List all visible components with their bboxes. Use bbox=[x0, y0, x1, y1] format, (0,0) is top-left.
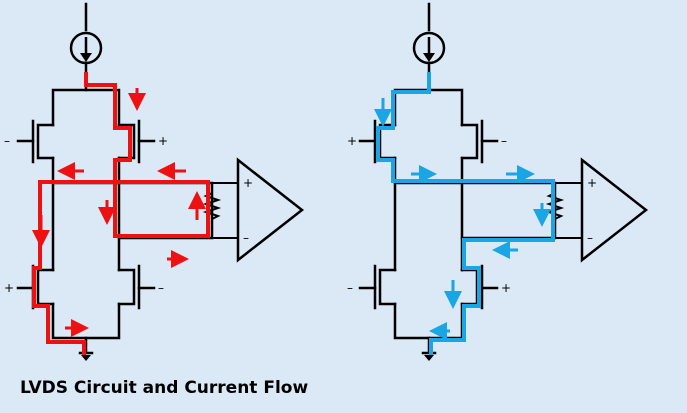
transistor-bottom-left bbox=[358, 264, 397, 310]
amp-plus-label: + bbox=[243, 176, 253, 190]
current-path-left bbox=[32, 72, 210, 355]
amp-minus-label: – bbox=[587, 231, 593, 245]
gate-label-top-right: – bbox=[501, 134, 507, 148]
current-source-icon bbox=[69, 31, 103, 65]
gate-label-top-left: – bbox=[4, 134, 10, 148]
transistor-bottom-right bbox=[117, 264, 156, 310]
arrow-icon bbox=[374, 98, 551, 340]
gate-label-top-right: + bbox=[158, 134, 168, 148]
amp-plus-label: + bbox=[587, 176, 597, 190]
gate-label-bottom-right: + bbox=[501, 281, 511, 295]
gate-label-bottom-right: – bbox=[158, 281, 164, 295]
gate-label-bottom-left: – bbox=[347, 281, 353, 295]
gate-label-bottom-left: + bbox=[4, 281, 14, 295]
amplifier-icon bbox=[580, 157, 649, 263]
amplifier-icon bbox=[236, 157, 305, 263]
gate-label-top-left: + bbox=[347, 134, 357, 148]
diagram-caption: LVDS Circuit and Current Flow bbox=[20, 378, 309, 398]
current-path-right bbox=[376, 72, 555, 355]
transistor-top-right bbox=[460, 119, 499, 164]
arrow-icon bbox=[32, 88, 206, 337]
transistor-top-left bbox=[16, 119, 55, 164]
left-circuit: – + + – + – bbox=[4, 2, 305, 361]
amp-minus-label: – bbox=[243, 231, 249, 245]
current-source-icon bbox=[412, 31, 446, 65]
right-circuit: + – – + + – bbox=[347, 2, 649, 361]
